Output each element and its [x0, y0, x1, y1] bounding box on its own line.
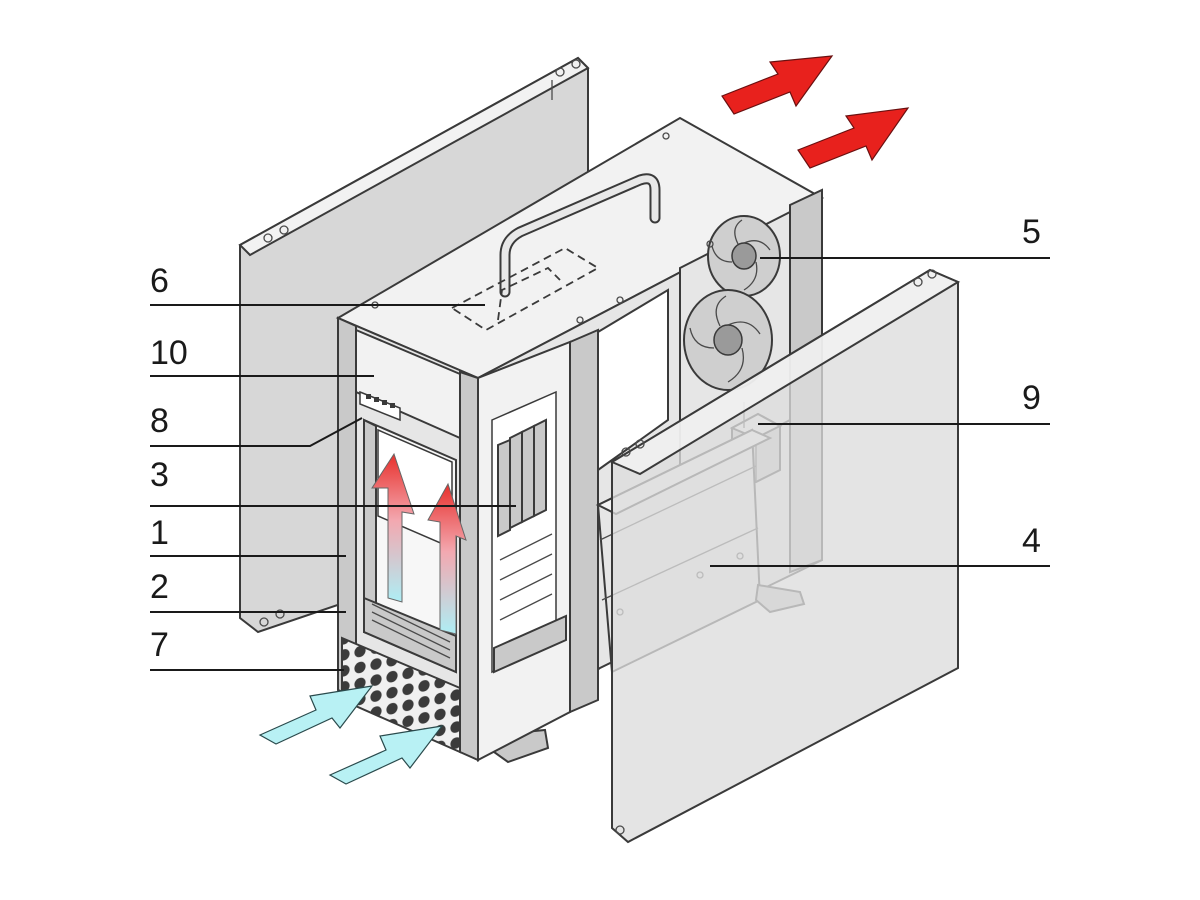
callout-2: 2 [150, 568, 169, 606]
front-side-panel [609, 268, 961, 844]
callout-10: 10 [150, 334, 188, 372]
callout-9: 9 [1022, 379, 1041, 417]
callout-8: 8 [150, 402, 169, 440]
exhaust-airflow-arrows [721, 55, 910, 169]
exhaust-arrow-lower [797, 107, 910, 169]
indicator-leds [366, 394, 395, 408]
callout-6: 6 [150, 262, 169, 300]
card-guides [363, 596, 457, 674]
intake-airflow-arrows [258, 685, 444, 785]
leader-8 [150, 417, 363, 447]
intake-arrow-lower [328, 725, 444, 785]
callout-3: 3 [150, 456, 169, 494]
plug-in-cards [497, 418, 553, 621]
callout-4: 4 [1022, 522, 1041, 560]
rising-arrow-right [427, 482, 467, 635]
rising-arrow-left [371, 452, 415, 603]
internal-rising-airflow [371, 452, 467, 635]
exhaust-arrow-upper [721, 55, 834, 115]
callout-labels: 5 6 10 8 9 3 1 4 2 7 [150, 213, 1041, 664]
intake-arrow-upper [258, 685, 374, 745]
callout-7: 7 [150, 626, 169, 664]
fan-upper [707, 215, 781, 297]
callout-1: 1 [150, 514, 169, 552]
callout-5: 5 [1022, 213, 1041, 251]
fan-lower [683, 289, 773, 391]
leader-lines [150, 257, 1050, 671]
carry-handle [450, 173, 661, 332]
